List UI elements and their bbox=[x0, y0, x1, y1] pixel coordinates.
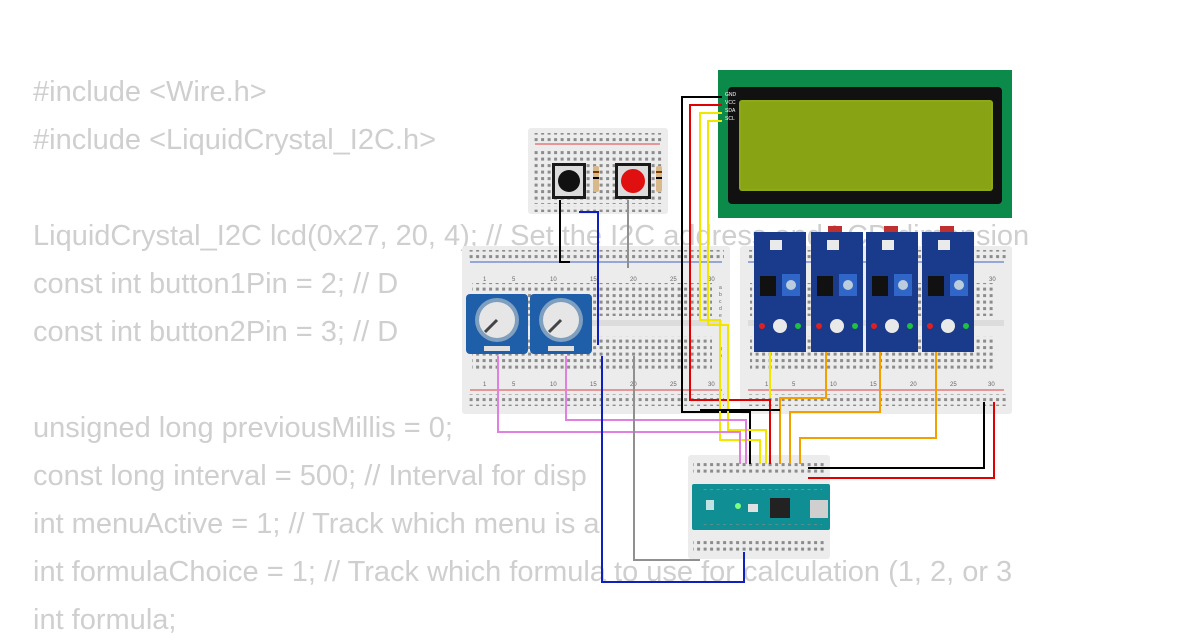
sensor-module-2[interactable] bbox=[811, 232, 863, 352]
svg-text:20: 20 bbox=[630, 277, 637, 283]
svg-text:e: e bbox=[719, 313, 722, 319]
code-line-2: #include <LiquidCrystal_I2C.h> bbox=[33, 124, 437, 156]
pushbutton-black[interactable] bbox=[552, 163, 586, 199]
svg-text:1: 1 bbox=[483, 277, 487, 283]
code-line-8: unsigned long previousMillis = 0; bbox=[33, 412, 453, 444]
svg-text:25: 25 bbox=[670, 382, 677, 388]
code-line-4: LiquidCrystal_I2C lcd(0x27, 20, 4); // S… bbox=[33, 220, 1030, 252]
svg-text:30: 30 bbox=[989, 277, 996, 283]
lcd-pin-labels: GND VCC SDA SCL bbox=[725, 92, 737, 122]
breadboard-right-col-labels: 30 1 5 10 15 20 25 30 bbox=[765, 277, 996, 388]
svg-text:30: 30 bbox=[988, 382, 995, 388]
resistor-2 bbox=[656, 166, 662, 192]
svg-text:c: c bbox=[719, 299, 722, 305]
svg-text:a: a bbox=[719, 285, 722, 291]
svg-text:1: 1 bbox=[765, 382, 769, 388]
lcd-pin-sda-label: SDA bbox=[725, 108, 736, 114]
potentiometer-1[interactable] bbox=[466, 294, 528, 354]
pushbutton-red[interactable] bbox=[615, 163, 651, 199]
svg-text:25: 25 bbox=[670, 277, 677, 283]
svg-text:30: 30 bbox=[708, 277, 715, 283]
wires bbox=[497, 96, 995, 583]
code-line-11: int formulaChoice = 1; // Track which fo… bbox=[33, 556, 1013, 588]
potentiometer-2[interactable] bbox=[530, 294, 592, 354]
svg-text:15: 15 bbox=[870, 382, 877, 388]
svg-text:5: 5 bbox=[792, 382, 796, 388]
code-line-1: #include <Wire.h> bbox=[33, 76, 267, 108]
code-line-5: const int button1Pin = 2; // D bbox=[33, 268, 399, 300]
arduino-nano[interactable] bbox=[692, 484, 830, 530]
svg-text:10: 10 bbox=[550, 277, 557, 283]
svg-text:1: 1 bbox=[483, 382, 487, 388]
svg-text:b: b bbox=[719, 292, 722, 298]
lcd-pin-gnd-label: GND bbox=[725, 92, 737, 98]
svg-text:d: d bbox=[719, 306, 722, 312]
svg-text:5: 5 bbox=[512, 382, 516, 388]
code-line-6: const int button2Pin = 3; // D bbox=[33, 316, 399, 348]
sensor-module-1[interactable] bbox=[754, 226, 842, 352]
lcd-pin-vcc-label: VCC bbox=[725, 100, 736, 106]
sensor-module-4[interactable] bbox=[922, 226, 974, 352]
lcd-pin-scl-label: SCL bbox=[725, 116, 735, 122]
svg-text:30: 30 bbox=[708, 382, 715, 388]
svg-text:15: 15 bbox=[590, 277, 597, 283]
resistor-1 bbox=[593, 166, 599, 192]
circuit-diagram: GND VCC SDA SCL 1 5 10 15 20 25 30 1 5 1… bbox=[462, 70, 1012, 583]
svg-text:20: 20 bbox=[910, 382, 917, 388]
code-line-10: int menuActive = 1; // Track which menu … bbox=[33, 508, 600, 540]
svg-text:15: 15 bbox=[590, 382, 597, 388]
sensor-module-3[interactable] bbox=[866, 226, 918, 352]
svg-text:10: 10 bbox=[550, 382, 557, 388]
svg-text:5: 5 bbox=[512, 277, 516, 283]
svg-text:10: 10 bbox=[830, 382, 837, 388]
lcd-20x4-display[interactable] bbox=[718, 70, 1012, 218]
svg-text:25: 25 bbox=[950, 382, 957, 388]
